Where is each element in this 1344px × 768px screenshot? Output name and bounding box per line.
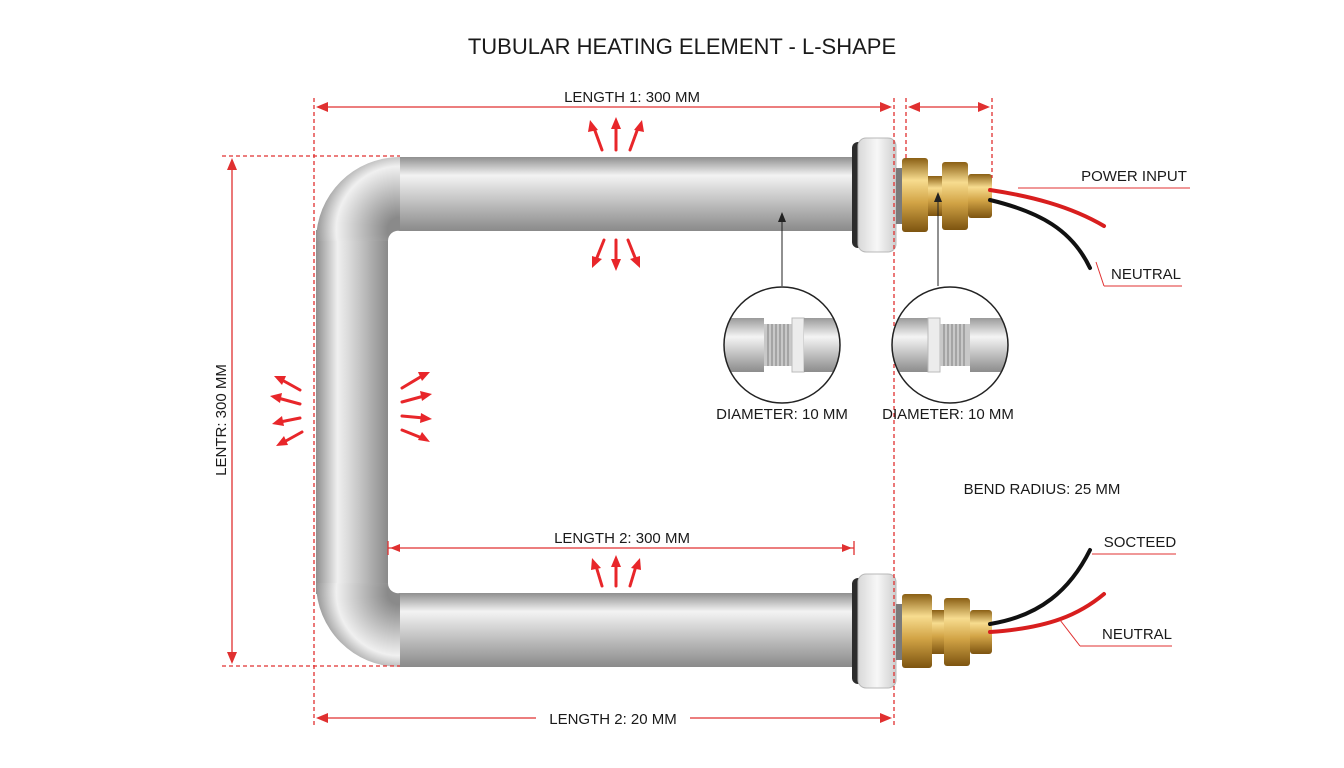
tube-bend-top xyxy=(316,157,400,241)
wire-label-neutral-top: NEUTRAL xyxy=(1111,266,1181,283)
detail-1-ring xyxy=(791,317,805,373)
detail-2-tube-left xyxy=(892,318,928,372)
detail-1-tube-right xyxy=(804,318,840,372)
terminal-bottom-cap xyxy=(970,610,992,654)
terminal-top-thread xyxy=(928,176,942,216)
terminal-bottom-nut-outer xyxy=(944,598,970,666)
terminal-top-nut xyxy=(902,158,928,232)
dim-label-length-top: LENGTH 1: 300 MM xyxy=(564,89,700,106)
heat-arrows xyxy=(270,117,644,588)
dim-label-length-outer-bottom: LENGTH 2: 20 MM xyxy=(549,711,677,728)
wire-label-neutral-bottom: NEUTRAL xyxy=(1102,626,1172,643)
wire-top-black xyxy=(988,198,1092,270)
terminal-bottom-collar xyxy=(857,573,897,689)
arrowhead-inner-right xyxy=(842,544,852,552)
tube-bottom-section xyxy=(400,593,858,667)
arrowhead-outer-right xyxy=(880,713,892,723)
page-title: TUBULAR HEATING ELEMENT - L-SHAPE xyxy=(468,34,896,59)
tube-top-section xyxy=(400,157,858,231)
tube-bend-bottom xyxy=(316,583,400,667)
detail-1-thread-core xyxy=(764,324,794,366)
arrowhead-outer-left xyxy=(316,713,328,723)
arrowhead-inner-left xyxy=(390,544,400,552)
heat-arrow-group-top xyxy=(588,117,644,152)
terminal-top-cap xyxy=(968,174,992,218)
wire-top-red xyxy=(988,188,1106,228)
dimension-arrowheads xyxy=(227,102,990,723)
heat-arrow-group-left xyxy=(270,376,304,446)
leader-neutral-bottom-diag xyxy=(1059,619,1081,647)
dimension-lines xyxy=(222,98,993,726)
detail-2-outline xyxy=(891,286,1009,404)
dim-label-top-mask xyxy=(552,86,712,106)
wire-label-socteed: SOCTEED xyxy=(1104,534,1177,551)
wire-label-power-input: POWER INPUT xyxy=(1081,168,1187,185)
arrowhead-terminal-left xyxy=(908,102,920,112)
heating-tube xyxy=(316,157,858,667)
detail-2-ring xyxy=(927,317,941,373)
detail-circle-2: DIAMETER: 10 MM xyxy=(882,286,1014,423)
detail-2-tube-right xyxy=(970,318,1008,372)
arrowhead-vertical-bottom xyxy=(227,652,237,664)
detail-1-label: DIAMETER: 10 MM xyxy=(716,406,848,423)
terminal-top xyxy=(852,137,1106,270)
terminal-bottom-stud xyxy=(896,604,904,660)
wire-bottom-red xyxy=(988,592,1106,634)
detail-circle-1: DIAMETER: 10 MM xyxy=(716,286,848,423)
terminal-top-stud xyxy=(896,168,904,224)
terminal-bottom xyxy=(852,548,1106,689)
detail-leaders xyxy=(778,192,942,286)
detail-1-outline xyxy=(723,286,841,404)
wire-bottom-black xyxy=(988,548,1092,626)
dim-label-length-inner-bottom: LENGTH 2: 300 MM xyxy=(554,530,690,547)
wire-label-leaders xyxy=(1018,187,1190,647)
leader-neutral-top-diag xyxy=(1095,261,1105,287)
arrowhead-top-left xyxy=(316,102,328,112)
detail-2-thread-core xyxy=(940,324,970,366)
leader-detail-2-arrow xyxy=(934,192,942,202)
heat-arrow-group-bottom xyxy=(591,555,641,588)
dim-label-length-vertical: LENTR: 300 MM xyxy=(213,364,230,476)
leader-detail-1-arrow xyxy=(778,212,786,222)
detail-2-label: DIAMETER: 10 MM xyxy=(882,406,1014,423)
terminal-bottom-nut xyxy=(902,594,932,668)
terminal-top-collar xyxy=(857,137,897,253)
tube-vertical-section xyxy=(316,230,388,594)
arrowhead-terminal-right xyxy=(978,102,990,112)
arrowhead-top-right xyxy=(880,102,892,112)
terminal-bottom-thread xyxy=(932,610,944,654)
heat-arrow-group-right xyxy=(400,372,432,442)
dim-label-bend-radius: BEND RADIUS: 25 MM xyxy=(964,481,1121,498)
heat-arrow-group-middle xyxy=(592,238,640,271)
arrowhead-vertical-top xyxy=(227,158,237,170)
detail-1-tube-left xyxy=(724,318,764,372)
terminal-top-nut-outer xyxy=(942,162,968,230)
